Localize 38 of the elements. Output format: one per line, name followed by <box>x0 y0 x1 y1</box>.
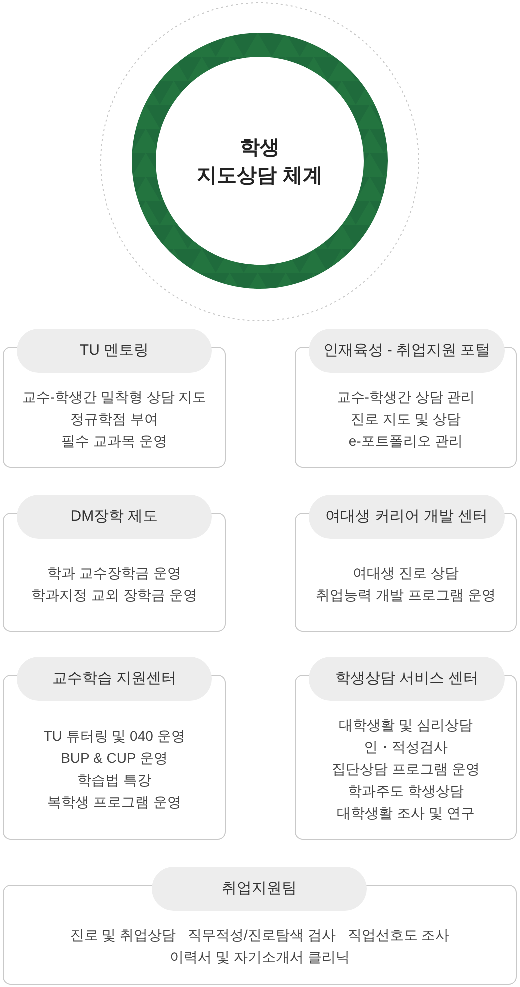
heading-pill: DM장학 제도 <box>17 495 212 539</box>
body-text: 여대생 진로 상담 <box>353 564 459 582</box>
info-card <box>3 657 226 840</box>
body-text: 인・적성검사 <box>364 738 448 756</box>
body-text: 필수 교과목 운영 <box>62 432 168 450</box>
body-text: 대학생활 및 심리상담 <box>339 716 473 734</box>
heading-pill: 여대생 커리어 개발 센터 <box>309 495 505 539</box>
body-text: 학습법 특강 <box>78 770 152 790</box>
body-text: 집단상담 프로그램 운영 <box>332 760 480 778</box>
body-text: 진로 및 취업상담 <box>70 926 176 945</box>
body-text: 직무적성/진로탐색 검사 <box>188 926 336 945</box>
body-text: 취업능력 개발 프로그램 운영 <box>316 586 496 604</box>
info-card <box>295 495 517 632</box>
body-text: 학과 교수장학금 운영 <box>48 564 182 582</box>
body-text: 교수-학생간 상담 관리 <box>336 388 476 406</box>
body-text: 진로 지도 및 상담 <box>351 410 461 428</box>
body-text: 학과주도 학생상담 <box>348 782 464 800</box>
body-text: 대학생활 조사 및 연구 <box>337 804 475 822</box>
info-card <box>3 867 517 985</box>
body-text: 교수-학생간 밀착형 상담 지도 <box>22 388 207 406</box>
body-text: 복학생 프로그램 운영 <box>48 792 182 812</box>
info-card <box>3 329 226 468</box>
body-text: TU 튜터링 및 040 운영 <box>44 726 186 746</box>
heading-pill: 교수학습 지원센터 <box>17 657 212 701</box>
body-text: 이력서 및 자기소개서 클리닉 <box>170 948 350 967</box>
info-card <box>295 657 517 840</box>
info-card <box>295 329 517 468</box>
heading-pill: TU 멘토링 <box>17 329 212 373</box>
body-text: BUP & CUP 운영 <box>61 748 168 768</box>
info-card <box>3 495 226 632</box>
body-text: 정규학점 부여 <box>70 410 158 428</box>
heading-pill: 취업지원팀 <box>152 867 367 911</box>
heading-pill: 학생상담 서비스 센터 <box>309 657 505 701</box>
body-text: 직업선호도 조사 <box>348 926 450 945</box>
body-text: 학과지정 교외 장학금 운영 <box>32 586 198 604</box>
heading-pill: 인재육성 - 취업지원 포털 <box>309 329 505 373</box>
center-title: 학생 지도상담 체계 <box>197 136 323 189</box>
body-text: e-포트폴리오 관리 <box>348 432 464 450</box>
